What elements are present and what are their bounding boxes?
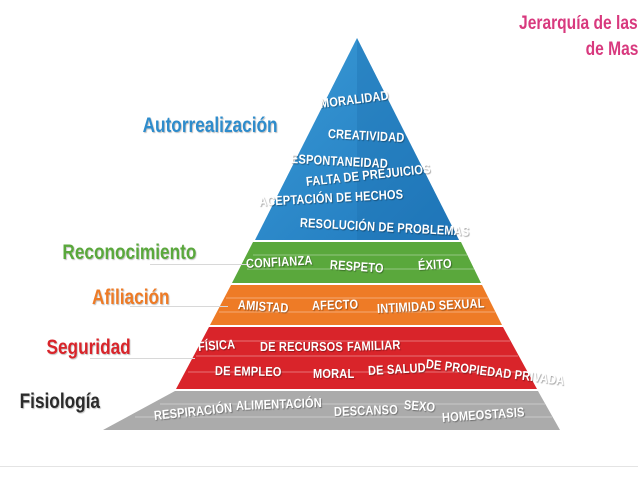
term-sexo: SEXO bbox=[403, 397, 436, 415]
stripes bbox=[135, 254, 552, 418]
term-descanso: DESCANSO bbox=[333, 401, 399, 419]
term-fisica: FÍSICA bbox=[197, 336, 236, 354]
bottom-rule bbox=[0, 466, 638, 467]
term-afecto: AFECTO bbox=[311, 296, 359, 313]
diagram-title-line-1: Jerarquía de las bbox=[519, 13, 638, 34]
term-de-empleo: DE EMPLEO bbox=[214, 363, 282, 380]
guide-line-afiliacion bbox=[130, 306, 228, 307]
label-fisiologia: Fisiología bbox=[19, 390, 100, 413]
tier-afiliacion bbox=[210, 285, 502, 325]
tier-reconocimiento bbox=[232, 242, 481, 283]
label-afiliacion: Afiliación bbox=[92, 286, 170, 309]
term-de-salud: DE SALUD bbox=[367, 359, 427, 378]
tier-seguridad bbox=[176, 327, 537, 389]
tier-autorrealizacion bbox=[255, 38, 459, 240]
term-exito: ÉXITO bbox=[417, 255, 453, 273]
guide-line-seguridad bbox=[90, 358, 195, 359]
label-seguridad: Seguridad bbox=[46, 336, 131, 359]
label-autorrealizacion: Autorrealización bbox=[143, 114, 278, 137]
tier-autorrealizacion-shade bbox=[357, 38, 459, 240]
term-alimentacion: ALIMENTACIÓN bbox=[235, 395, 323, 413]
label-reconocimiento: Reconocimiento bbox=[62, 241, 196, 264]
term-familiar: FAMILIAR bbox=[346, 337, 401, 354]
term-moral: MORAL bbox=[313, 366, 355, 381]
tier-fisiologia bbox=[103, 391, 560, 430]
guide-line-reconocimiento bbox=[150, 264, 250, 265]
term-de-recursos: DE RECURSOS bbox=[260, 339, 343, 354]
diagram-title-line-2: de Mas bbox=[585, 39, 638, 60]
